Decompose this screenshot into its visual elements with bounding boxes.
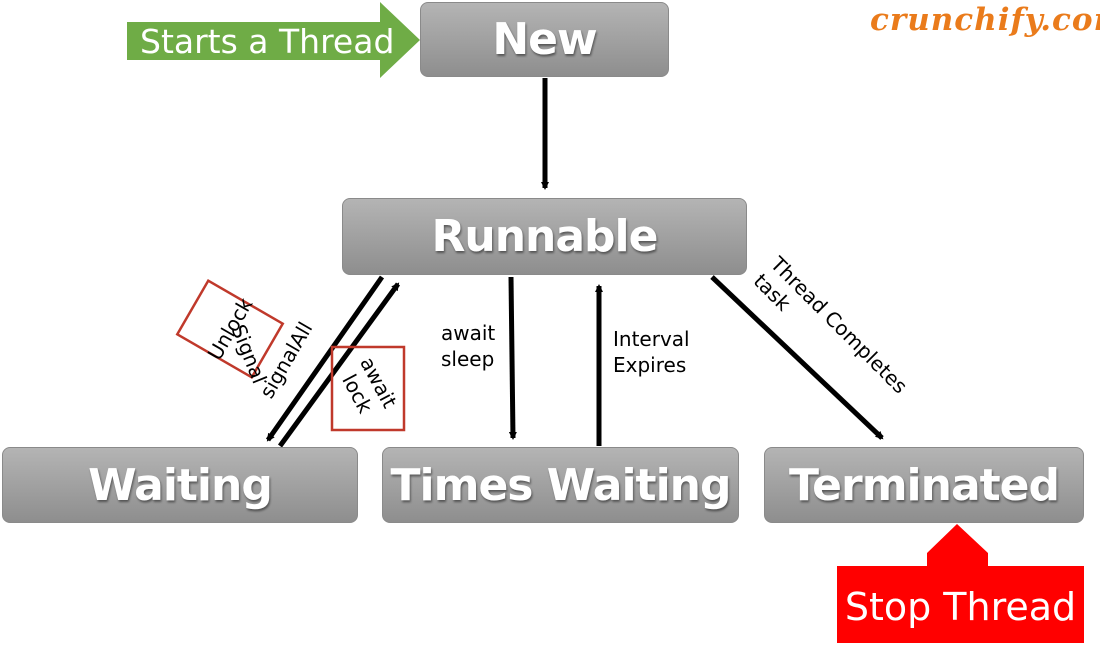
await-lock-highlight-box	[330, 345, 406, 432]
arrow-runnable-to-terminated	[710, 275, 884, 440]
state-runnable-label: Runnable	[431, 211, 659, 262]
state-terminated: Terminated	[764, 447, 1084, 523]
stop-callout-arrow	[837, 524, 1084, 643]
state-waiting: Waiting	[2, 447, 358, 523]
label-await-sleep: await sleep	[441, 321, 496, 371]
stop-thread-label: Stop Thread	[844, 585, 1077, 629]
starts-thread-label: Starts a Thread	[140, 22, 395, 61]
state-waiting-label: Waiting	[88, 459, 273, 511]
start-callout-arrow	[127, 2, 420, 78]
label-interval-expires: Interval Expires	[613, 327, 690, 377]
state-new-label: New	[492, 14, 597, 65]
arrow-waiting-to-runnable	[277, 282, 401, 448]
unlock-highlight-box	[175, 278, 285, 380]
crunchify-logo: crunchify.com	[870, 2, 1100, 38]
arrow-runnable-to-waiting	[265, 275, 385, 442]
arrow-runnable-to-timed	[508, 276, 517, 440]
state-runnable: Runnable	[342, 198, 747, 275]
state-terminated-label: Terminated	[788, 459, 1060, 511]
state-timed-waiting: Times Waiting	[382, 447, 739, 523]
state-new: New	[420, 2, 669, 77]
state-timed-waiting-label: Times Waiting	[390, 459, 732, 511]
